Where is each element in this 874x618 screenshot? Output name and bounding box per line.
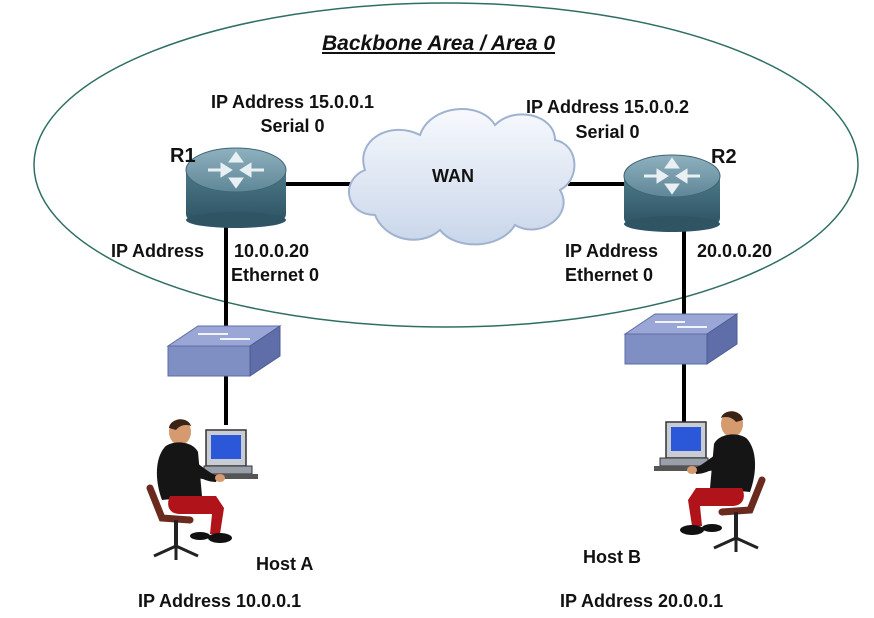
r2-ethernet-ip: 20.0.0.20 <box>697 241 773 261</box>
r2-ethernet-ip-label: IP Address <box>565 241 659 261</box>
r2-serial-ip: IP Address 15.0.0.2 <box>525 97 690 117</box>
host-a-ip: IP Address 10.0.0.1 <box>138 591 302 611</box>
r1-serial-ip: IP Address 15.0.0.1 <box>210 92 375 112</box>
wan-label: WAN <box>432 166 474 186</box>
host-b-name: Host B <box>583 547 641 567</box>
host-b-user-icon <box>654 411 766 552</box>
r1-ethernet-ip: 10.0.0.20 <box>234 241 310 261</box>
r2-name: R2 <box>711 146 737 168</box>
r2-serial-interface: Serial 0 <box>575 122 640 142</box>
switch-b-icon <box>623 313 739 365</box>
host-a-user-icon <box>146 419 258 560</box>
host-b-ip: IP Address 20.0.0.1 <box>560 591 724 611</box>
area-title: Backbone Area / Area 0 <box>322 32 556 55</box>
r1-ethernet-interface: Ethernet 0 <box>231 265 320 285</box>
r2-ethernet-interface: Ethernet 0 <box>565 265 654 285</box>
switch-a-icon <box>166 325 282 377</box>
router-r1-icon <box>185 147 287 228</box>
r1-name: R1 <box>170 145 196 167</box>
r1-ethernet-ip-label: IP Address <box>111 241 205 261</box>
router-r2-icon <box>623 154 721 232</box>
r1-serial-interface: Serial 0 <box>260 116 325 136</box>
host-a-name: Host A <box>256 554 314 574</box>
backbone-area-boundary <box>33 2 859 328</box>
links <box>224 182 686 425</box>
wan-cloud-icon <box>348 108 576 246</box>
